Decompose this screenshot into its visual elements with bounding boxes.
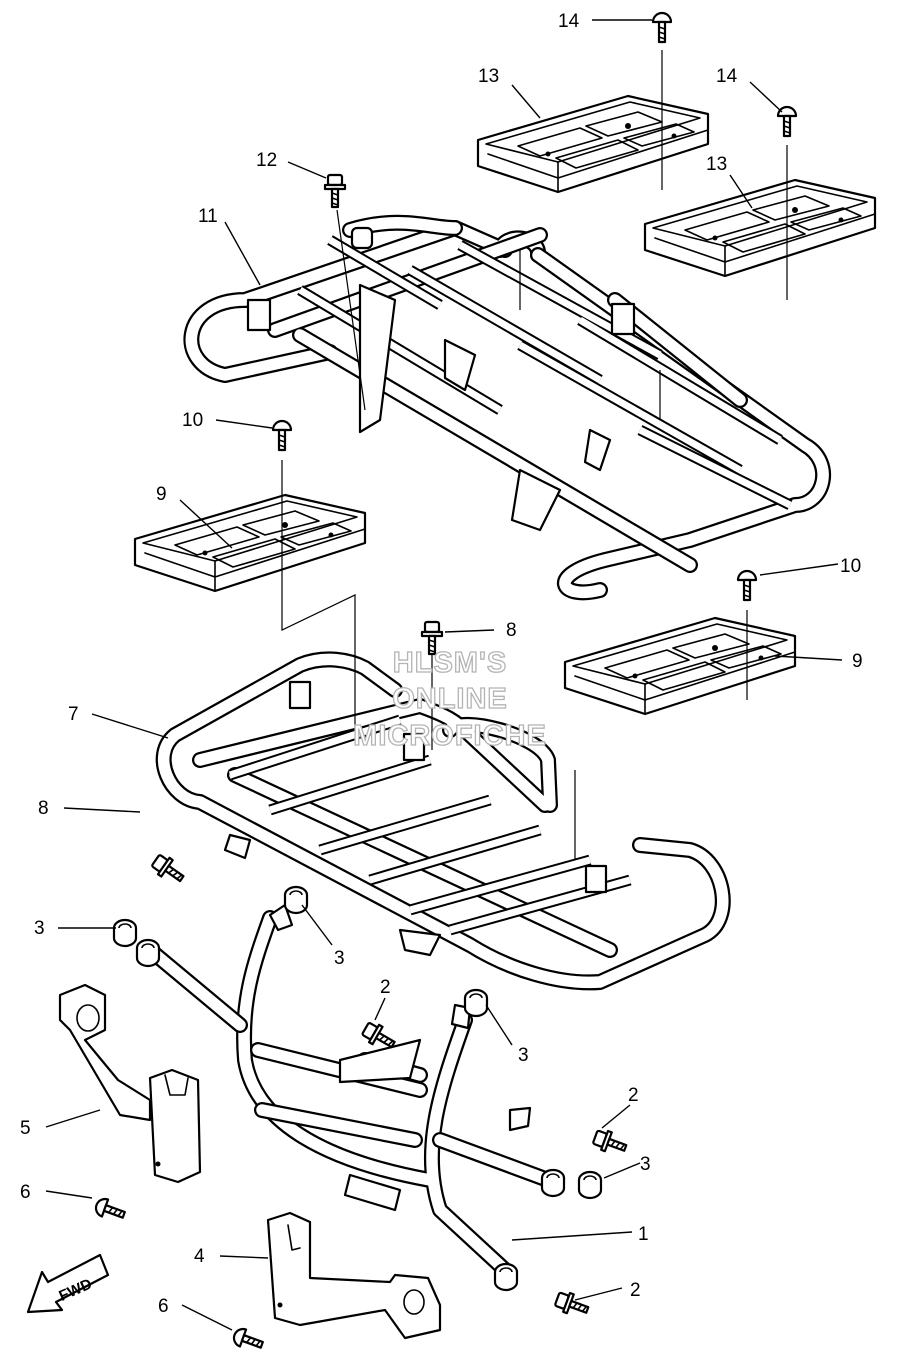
- alignment-lines: [281, 50, 788, 860]
- callout-13-a: 13: [478, 66, 499, 87]
- screw-10-b: [736, 569, 758, 602]
- callout-10-a: 10: [182, 410, 203, 431]
- top-cover-rear: [476, 94, 710, 194]
- callout-2-a: 2: [380, 977, 391, 998]
- callout-13-b: 13: [706, 154, 727, 175]
- cap-3-c: [463, 988, 489, 1018]
- screw-6-a: [92, 1195, 128, 1225]
- leader-lines: [45, 19, 843, 1331]
- callout-3-d: 3: [640, 1154, 651, 1175]
- callout-4: 4: [194, 1246, 205, 1267]
- cap-3-d: [577, 1170, 603, 1200]
- tube-end: [135, 938, 161, 968]
- callout-2-b: 2: [628, 1085, 639, 1106]
- callout-9-a: 9: [156, 484, 167, 505]
- bolt-2-b: [590, 1126, 630, 1159]
- callout-5: 5: [20, 1118, 31, 1139]
- callout-3-b: 3: [334, 948, 345, 969]
- base-frame: [142, 903, 556, 1278]
- bolt-12: [323, 173, 347, 209]
- lower-rack-frame: [155, 651, 731, 991]
- cap-3-a: [112, 918, 138, 948]
- top-cover-front: [643, 178, 877, 278]
- forward-arrow-icon: FWD: [26, 1253, 110, 1314]
- callout-14-b: 14: [716, 66, 738, 87]
- callout-1: 1: [638, 1224, 649, 1245]
- callout-7: 7: [68, 704, 79, 725]
- screw-14-a: [651, 11, 673, 44]
- callout-3-c: 3: [518, 1045, 529, 1066]
- callout-11: 11: [198, 206, 218, 227]
- tube-end: [540, 1168, 566, 1198]
- screw-6-b: [230, 1325, 266, 1355]
- callout-10-b: 10: [840, 556, 861, 577]
- side-cover-left: [133, 493, 367, 593]
- callout-12: 12: [256, 150, 277, 171]
- callout-2-c: 2: [630, 1280, 641, 1301]
- callout-8-a: 8: [506, 620, 517, 641]
- upper-rack-frame: [183, 214, 831, 601]
- callout-14-a: 14: [558, 11, 580, 32]
- tube-end: [493, 1262, 519, 1292]
- left-bracket: [58, 983, 202, 1184]
- watermark-line-2: ONLINE: [392, 683, 508, 715]
- screw-10-a: [271, 419, 293, 452]
- callout-6-a: 6: [20, 1182, 31, 1203]
- callout-3-a: 3: [34, 918, 45, 939]
- cap-3-b: [283, 885, 309, 915]
- callout-9-b: 9: [852, 651, 863, 672]
- watermark-line-3: MICROFICHE: [353, 720, 547, 752]
- callout-6-b: 6: [158, 1296, 169, 1317]
- watermark-line-1: HLSM'S: [393, 647, 507, 679]
- callout-8-b: 8: [38, 798, 49, 819]
- right-bracket: [266, 1211, 442, 1340]
- bolt-8-b: [148, 850, 189, 888]
- side-cover-right: [563, 616, 797, 716]
- bolt-2-c: [552, 1288, 592, 1321]
